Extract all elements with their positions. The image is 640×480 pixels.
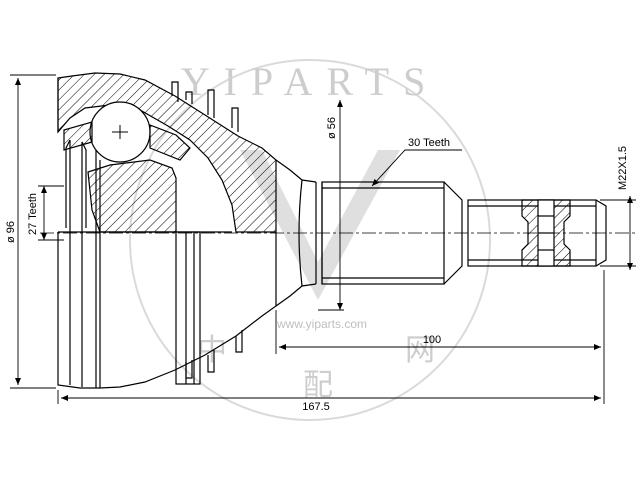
dim-inner-teeth <box>38 185 64 241</box>
threaded-tip <box>467 199 607 267</box>
inner-race-hatch <box>87 159 177 233</box>
watermark-brand: YIPARTS <box>181 59 440 104</box>
dim-flange-diameter-label: ø 56 <box>326 117 338 139</box>
boot-bracket <box>171 81 243 379</box>
dim-outer-diameter <box>10 74 56 389</box>
watermark-char-2: 配 <box>303 369 333 402</box>
watermark-char-3: 网 <box>405 334 435 367</box>
dim-inner-teeth-label: 27 Teeth <box>27 193 39 235</box>
dim-thread-label: M22X1.5 <box>617 146 629 190</box>
dim-shaft-length <box>275 270 605 354</box>
watermark-ring <box>129 59 491 421</box>
dim-overall-length-label: 167.5 <box>302 401 330 413</box>
dim-shaft-length-label: 100 <box>423 334 441 346</box>
dim-flange-diameter <box>318 100 344 311</box>
spline-teeth-label: 30 Teeth <box>408 137 450 149</box>
housing-section-hatch <box>57 72 277 233</box>
housing-lower-profile <box>57 232 277 389</box>
dim-outer-diameter-label: ø 96 <box>5 221 17 243</box>
watermark-url: www.yiparts.com <box>276 317 367 331</box>
dim-overall-length <box>57 354 605 404</box>
ball-cage <box>63 101 191 233</box>
leader-spline-teeth <box>371 149 462 187</box>
dim-thread <box>600 196 636 270</box>
